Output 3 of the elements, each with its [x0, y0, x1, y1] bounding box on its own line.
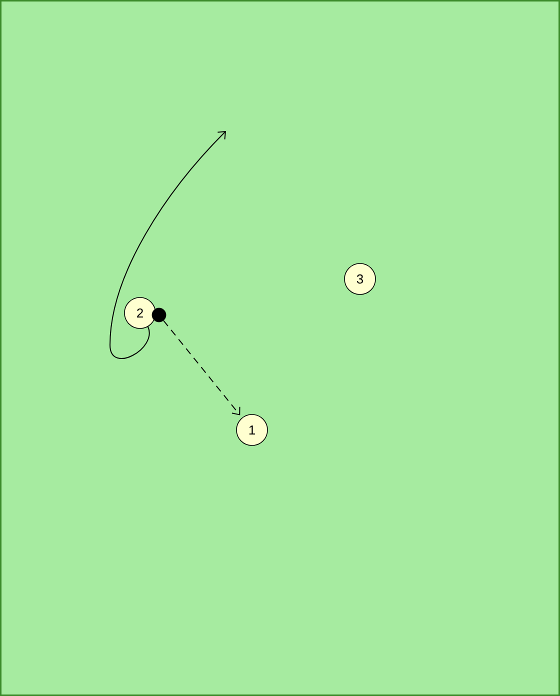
- ball: [152, 308, 166, 322]
- pass-arrow: [163, 320, 240, 416]
- movement-arrow: [110, 131, 226, 359]
